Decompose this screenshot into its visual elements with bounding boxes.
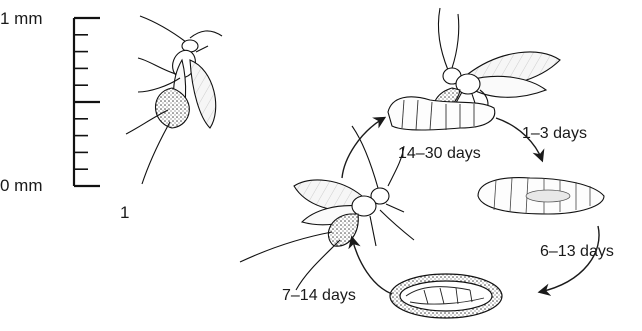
figure-number: 1	[120, 203, 129, 222]
wasp-larva	[478, 178, 604, 214]
scale-ticks	[74, 18, 100, 186]
host-larva-top	[388, 97, 495, 130]
label-pupa-to-adult-duration: 7–14 days	[282, 287, 356, 304]
arrow-adult-to-oviposition	[342, 118, 384, 178]
emerged-adult-wasp	[240, 126, 414, 290]
label-egg-to-larva-duration: 1–3 days	[522, 125, 587, 142]
pupa-cocoon	[390, 274, 502, 318]
scale-bar: 1 mm 0 mm	[0, 9, 100, 195]
adult-wasp-specimen	[126, 16, 222, 184]
label-emergence-duration: 14–30 days	[398, 145, 481, 162]
adult-ovipositing-wasp	[434, 8, 560, 112]
scale-top-label: 1 mm	[0, 9, 43, 28]
scale-bottom-label: 0 mm	[0, 176, 43, 195]
label-larva-to-pupa-duration: 6–13 days	[540, 243, 614, 260]
arrow-pupa-to-adult	[352, 238, 392, 294]
